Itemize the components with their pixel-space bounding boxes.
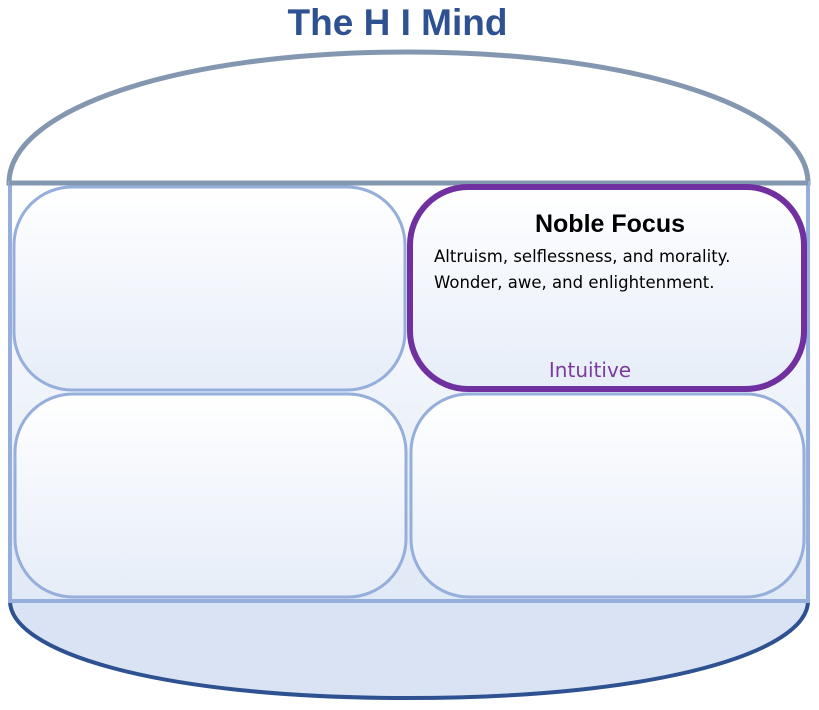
quadrant-bottom-right: [409, 392, 806, 599]
intuitive-label: Intuitive: [548, 358, 632, 382]
noble-focus-line-1: Altruism, selflessness, and morality.: [434, 247, 731, 266]
diagram-title: The H I Mind: [287, 2, 508, 43]
quadrant-top-left: [12, 185, 407, 392]
noble-focus-heading: Noble Focus: [534, 210, 685, 238]
mind-base: [7, 599, 811, 701]
noble-focus-line-2: Wonder, awe, and enlightenment.: [434, 273, 715, 292]
quadrant-top-right: [407, 184, 807, 392]
mind-dome: [6, 49, 811, 186]
quadrant-bottom-left: [13, 392, 408, 599]
